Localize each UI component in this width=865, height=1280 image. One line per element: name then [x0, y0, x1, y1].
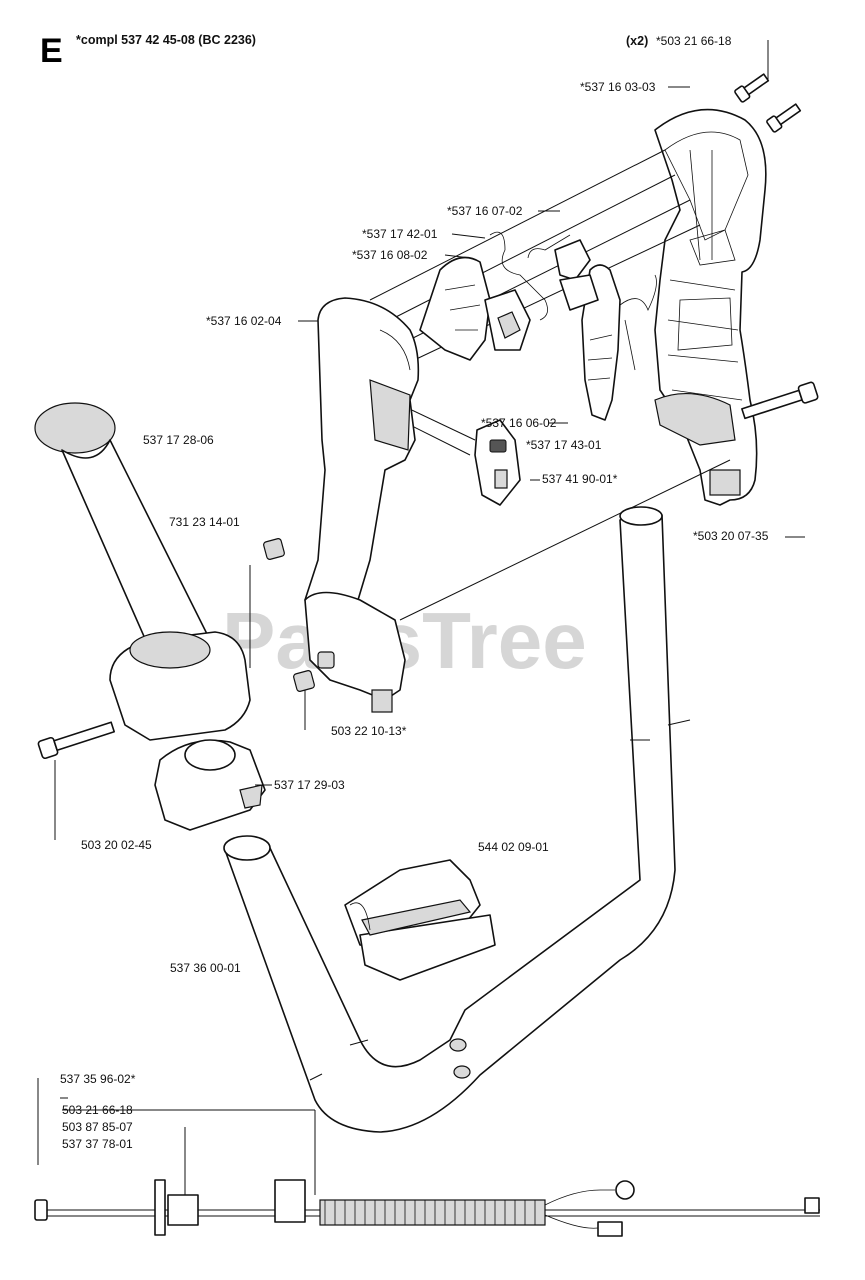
spacer-block [344, 859, 496, 981]
right-handle-half [654, 108, 767, 506]
label-nut-top: 731 23 14-01 [169, 515, 240, 529]
left-grip [34, 402, 251, 741]
label-screw-top-qty: (x2) [626, 34, 648, 48]
label-trigger: *537 16 06-02 [481, 416, 557, 430]
right-screw [741, 381, 819, 420]
label-throttle-lock: *537 17 43-01 [526, 438, 602, 452]
handlebar-tube [223, 506, 691, 1133]
label-screw-left: 503 20 02-45 [81, 838, 152, 852]
label-lever: *537 16 08-02 [352, 248, 428, 262]
cable-assembly [34, 1078, 820, 1237]
label-handle-half-left: *537 16 02-04 [206, 314, 282, 328]
label-cable-part-2: 503 87 85-07 [62, 1120, 133, 1134]
watermark: PartsTree [222, 596, 587, 685]
section-letter: E [40, 32, 63, 70]
assembly-header: *compl 537 42 45-08 (BC 2236) [76, 33, 256, 47]
label-right-screw: *503 20 07-35 [693, 529, 769, 543]
label-nut-bottom: 503 22 10-13* [331, 724, 407, 738]
part-labels: (x2) *503 21 66-18 *537 16 03-03 *537 16… [60, 34, 769, 1151]
label-screw-top: *503 21 66-18 [656, 34, 732, 48]
label-cable-part-3: 537 37 78-01 [62, 1137, 133, 1151]
nut-top [263, 538, 285, 560]
left-screw [37, 721, 116, 840]
label-cable-part-1: 503 21 66-18 [62, 1103, 133, 1117]
throttle-mechanism [419, 231, 657, 421]
clamp [154, 739, 266, 831]
top-screws [734, 40, 802, 133]
label-handlebar: 537 36 00-01 [170, 961, 241, 975]
label-left-grip: 537 17 28-06 [143, 433, 214, 447]
label-switch: 537 41 90-01* [542, 472, 618, 486]
label-spring-top: *537 16 07-02 [447, 204, 523, 218]
nut-bottom [293, 670, 315, 692]
label-spring-clip: *537 17 42-01 [362, 227, 438, 241]
ignition-switch [474, 419, 540, 506]
label-cable-kit: 537 35 96-02* [60, 1072, 136, 1086]
label-clamp: 537 17 29-03 [274, 778, 345, 792]
leader-lines [249, 86, 805, 786]
label-handle-half-top: *537 16 03-03 [580, 80, 656, 94]
left-handle-half [304, 297, 420, 713]
label-spacer-block: 544 02 09-01 [478, 840, 549, 854]
